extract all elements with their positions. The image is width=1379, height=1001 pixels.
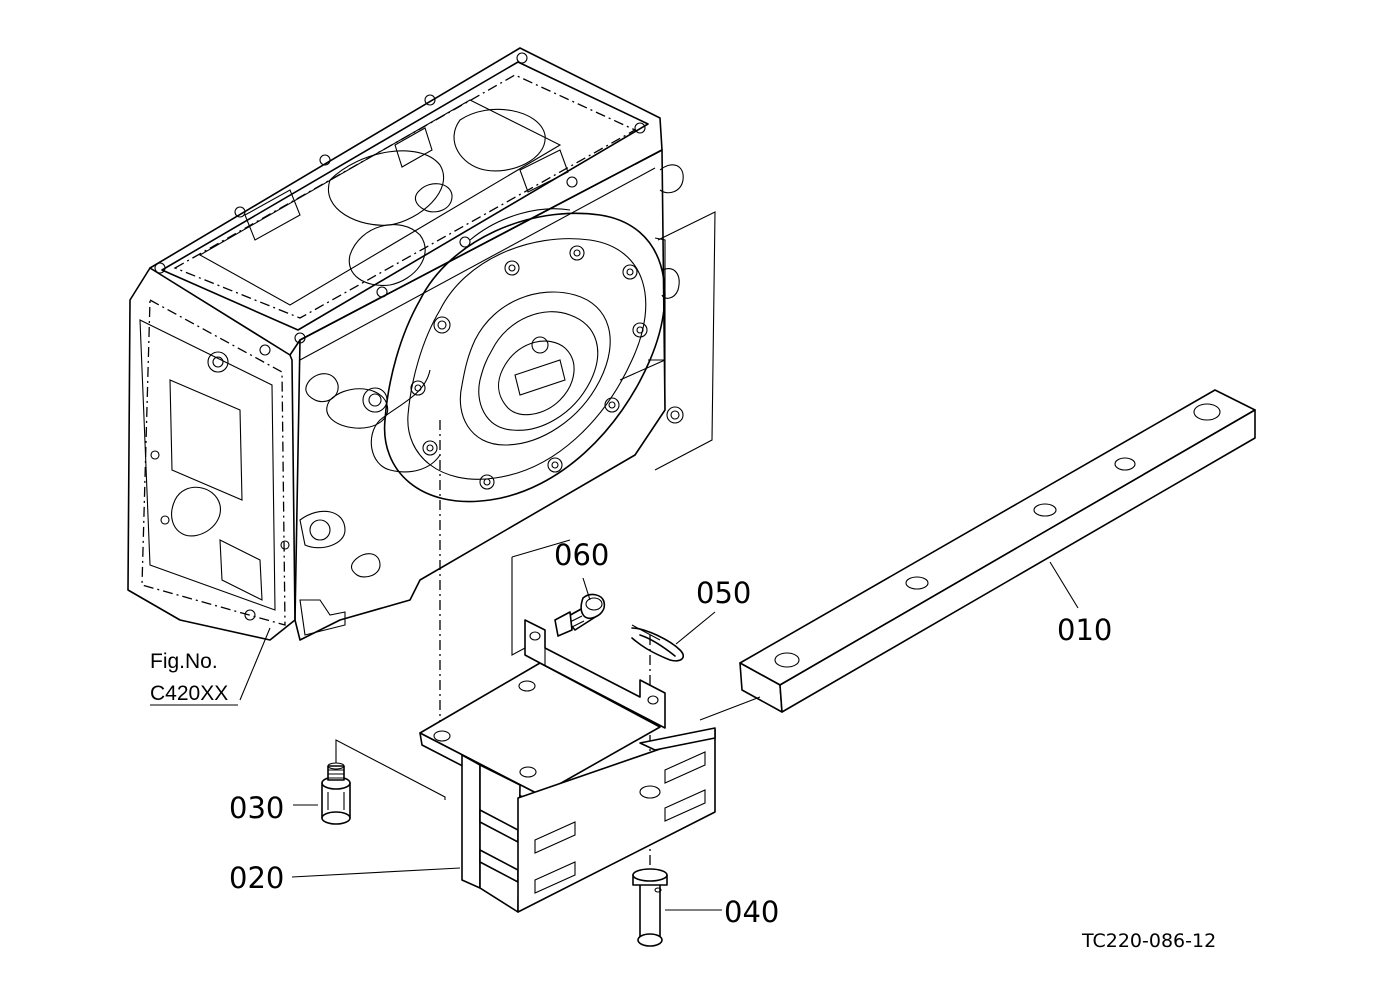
front-flange xyxy=(370,208,716,503)
snap-pin-050 xyxy=(631,624,685,662)
figure-ref-line2: C420XX xyxy=(150,682,228,705)
figure-ref-line1: Fig.No. xyxy=(150,650,218,673)
callout-020: 020 xyxy=(229,861,284,895)
callout-050: 050 xyxy=(696,576,751,610)
bolt-030 xyxy=(321,762,351,825)
hitch-bracket-020 xyxy=(419,619,716,913)
callout-010: 010 xyxy=(1057,613,1112,647)
leader-lines xyxy=(150,539,1079,911)
callout-030: 030 xyxy=(229,791,284,825)
bolt-060 xyxy=(554,593,606,637)
transmission-case xyxy=(127,47,716,701)
drawing-number: TC220-086-12 xyxy=(1081,930,1216,952)
drawbar-010 xyxy=(739,389,1256,713)
callout-040: 040 xyxy=(724,895,779,929)
callout-060: 060 xyxy=(554,538,609,572)
pin-040 xyxy=(632,868,668,947)
